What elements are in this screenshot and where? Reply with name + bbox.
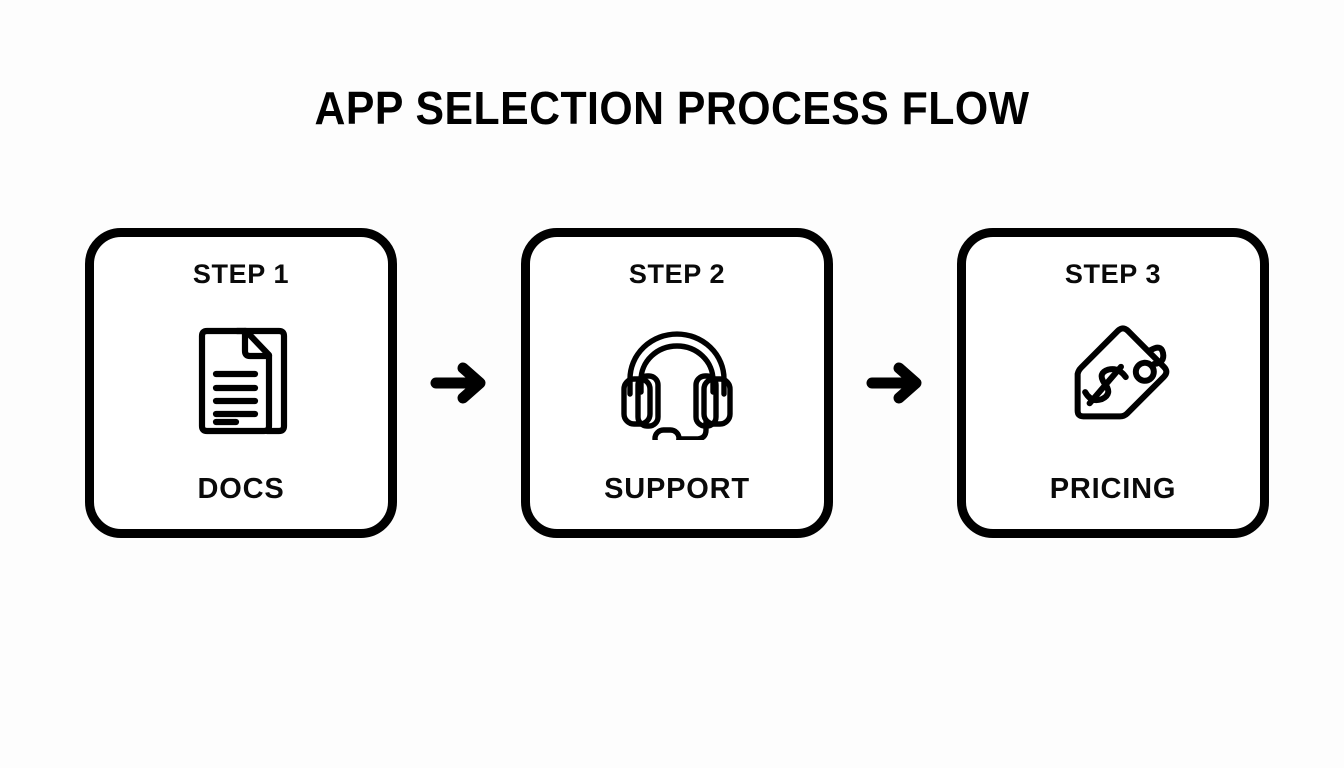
page-title: APP SELECTION PROCESS FLOW bbox=[314, 82, 1030, 134]
document-icon bbox=[185, 322, 297, 440]
arrow-right-icon bbox=[866, 360, 924, 406]
step-icon-slot bbox=[976, 289, 1250, 473]
step-name: SUPPORT bbox=[604, 473, 750, 505]
headset-icon bbox=[617, 322, 737, 440]
flow-connector-1 bbox=[397, 360, 521, 406]
step-name: PRICING bbox=[1049, 473, 1177, 505]
price-tag-icon bbox=[1053, 322, 1173, 440]
step-label: STEP 3 bbox=[1064, 259, 1162, 289]
step-icon-slot bbox=[104, 289, 378, 473]
step-icon-slot bbox=[540, 289, 814, 473]
step-card-support[interactable]: STEP 2 bbox=[521, 228, 833, 538]
step-name: DOCS bbox=[197, 473, 285, 505]
step-label: STEP 1 bbox=[192, 259, 290, 289]
flow-connector-2 bbox=[833, 360, 957, 406]
process-flow-row: STEP 1 bbox=[85, 228, 1269, 538]
step-label: STEP 2 bbox=[628, 259, 726, 289]
step-card-docs[interactable]: STEP 1 bbox=[85, 228, 397, 538]
arrow-right-icon bbox=[430, 360, 488, 406]
step-card-pricing[interactable]: STEP 3 bbox=[957, 228, 1269, 538]
